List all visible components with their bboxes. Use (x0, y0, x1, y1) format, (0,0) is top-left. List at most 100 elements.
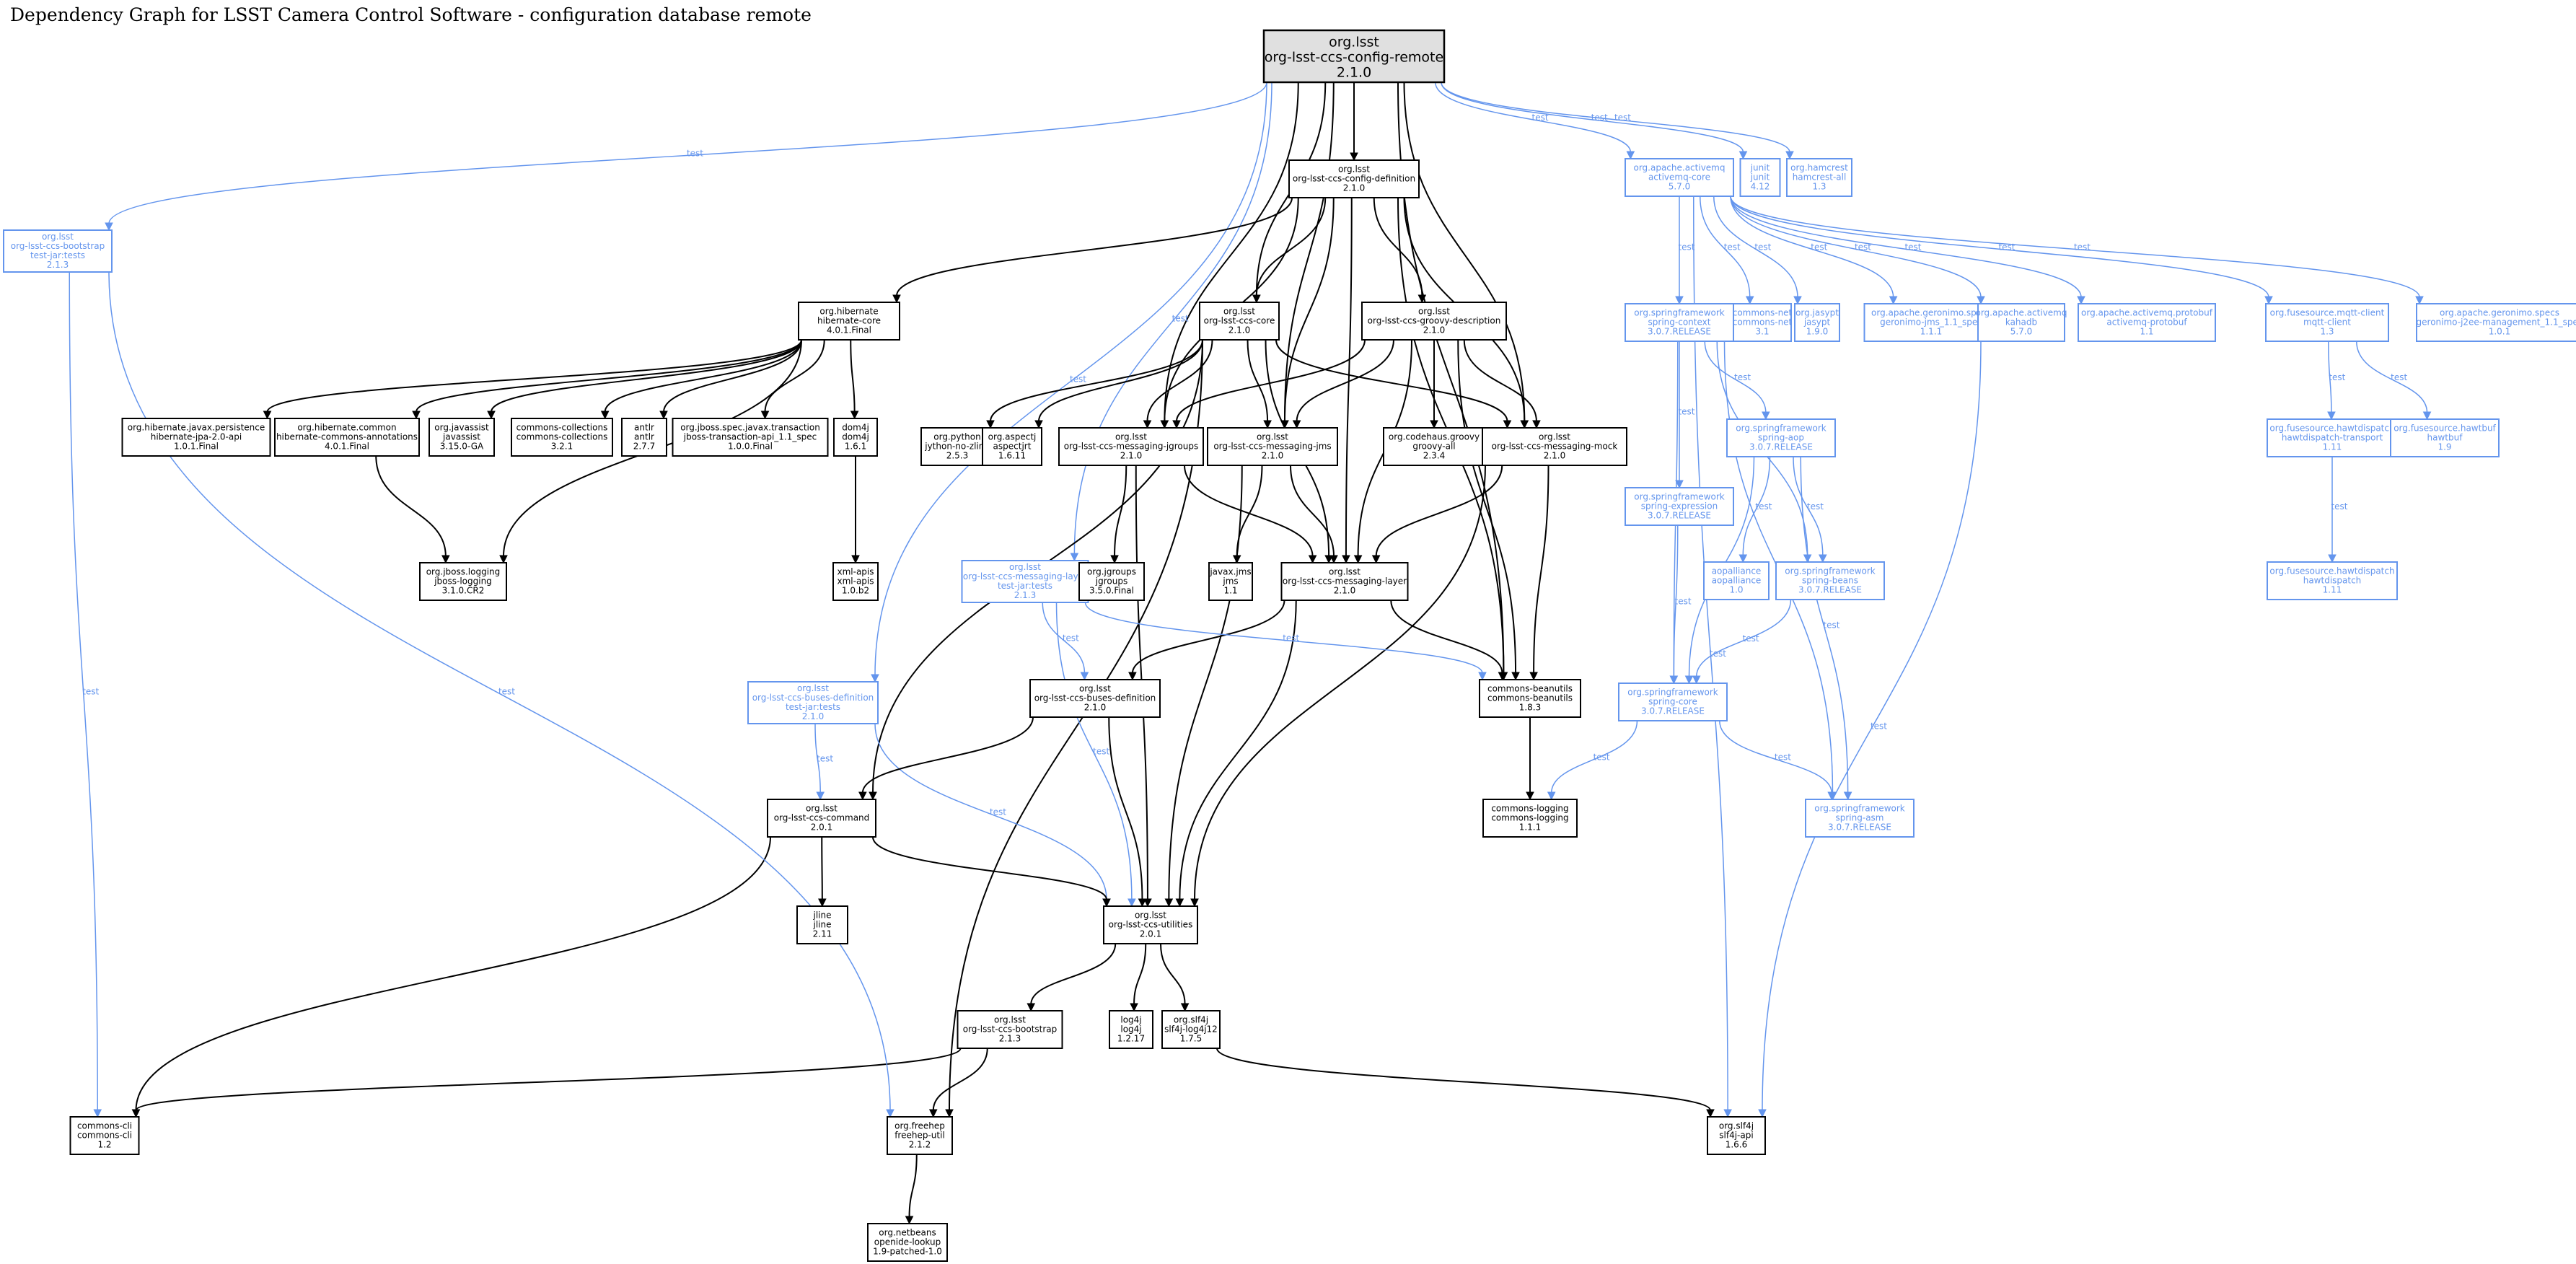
edge-command-to-utilities (872, 836, 1111, 908)
node-label-line: dom4j (842, 423, 869, 433)
node-msg-layer: org.lsstorg-lsst-ccs-messaging-layer2.1.… (1280, 562, 1409, 601)
edge-spring_core-to-spring_asm: test (1719, 720, 1836, 801)
node-spring-context: org.springframeworkspring-context3.0.7.R… (1625, 303, 1734, 342)
edge-root-to-junit: test (1441, 82, 1748, 160)
node-box (1479, 679, 1581, 718)
node-label-line: hibernate-commons-annotations (276, 432, 418, 442)
edge-line (1375, 465, 1503, 557)
edge-line (1176, 339, 1366, 422)
node-spring-asm: org.springframeworkspring-asm3.0.7.RELEA… (1805, 799, 1915, 838)
node-label-line: org.codehaus.groovy (1389, 432, 1480, 442)
edge-arrowhead (600, 411, 610, 420)
node-label-line: commons-net (1733, 317, 1793, 328)
edge-root-to-hamcrest: test (1441, 82, 1794, 160)
node-box (767, 799, 876, 838)
edge-arrowhead (1324, 555, 1333, 564)
node-label-line: org-lsst-ccs-config-definition (1293, 174, 1415, 184)
node-label-line: 3.1 (1755, 327, 1769, 337)
node-label-line: org-lsst-ccs-messaging-jgroups (1064, 442, 1199, 452)
node-label-line: org.apache.activemq.protobuf (2081, 308, 2213, 318)
edge-buses-to-utilities (1108, 716, 1147, 908)
node-label-line: org.springframework (1814, 804, 1905, 814)
edge-line (1441, 82, 1744, 153)
node-label-line: 4.0.1.Final (827, 325, 871, 335)
node-label-line: org.springframework (1634, 492, 1725, 502)
edge-label: test (1532, 113, 1549, 123)
edge-msg_layer_tests-to-buses: test (1042, 602, 1089, 681)
edge-arrowhead (1684, 675, 1694, 685)
node-label-line: org.hibernate (819, 307, 878, 317)
node-label-line: geronimo-j2ee-management_1.1_spec (2417, 317, 2576, 328)
edge-line (1160, 943, 1186, 1005)
edge-arrowhead (1511, 672, 1520, 681)
node-label-line: aopalliance (1712, 566, 1762, 576)
edge-line (604, 339, 802, 413)
edge-arrowhead (1503, 420, 1512, 429)
node-box (867, 1223, 948, 1262)
edge-spring_core-to-commons_logging: test (1547, 720, 1638, 801)
node-label-line: 3.2.1 (551, 442, 573, 452)
node-box (621, 418, 667, 457)
node-label-line: org.apache.geronimo.specs (1871, 308, 1991, 318)
node-box (1618, 683, 1728, 721)
edge-arrowhead (1110, 555, 1119, 564)
edge-arrowhead (1130, 1003, 1138, 1012)
node-box (1739, 158, 1781, 197)
node-label-line: org.springframework (1627, 688, 1718, 698)
edge-root-to-config_def (1350, 82, 1358, 162)
node-label-line: 3.0.7.RELEASE (1648, 511, 1711, 521)
edge-freehep-to-netbeans (905, 1154, 918, 1225)
node-msg-layer-tests: org.lsstorg-lsst-ccs-messaging-layertest… (961, 560, 1089, 603)
node-label-line: javax.jms (1209, 567, 1251, 577)
node-box (274, 418, 420, 457)
edge-arrowhead (2077, 296, 2085, 305)
edge-arrowhead (928, 1109, 938, 1118)
edge-command-to-commons_cli (131, 836, 771, 1118)
node-label-line: 2.5.3 (946, 451, 969, 461)
edge-line (814, 723, 821, 794)
edge-label: test (1904, 242, 1921, 253)
edge-line (1146, 339, 1213, 422)
node-label-line: 2.1.0 (1544, 451, 1566, 461)
node-label-line: 2.1.0 (802, 711, 825, 721)
edge-root-to-jms_msg (1280, 82, 1335, 429)
node-label-line: test-jar:tests (998, 581, 1052, 591)
node-label-line: 2.1.0 (1334, 586, 1356, 596)
node-label-line: org.lsst (806, 804, 838, 814)
edge-mock_msg-to-utilities (1190, 465, 1486, 908)
node-label-line: openide-lookup (874, 1237, 941, 1247)
edge-arrowhead (1675, 480, 1684, 489)
node-netbeans: org.netbeansopenide-lookup1.9-patched-1.… (867, 1223, 948, 1262)
edge-arrowhead (1252, 294, 1261, 304)
edge-arrowhead (2328, 554, 2337, 563)
edge-line (861, 716, 1034, 794)
node-label-line: spring-asm (1836, 813, 1884, 823)
edge-arrowhead (441, 555, 450, 564)
node-spring-expr: org.springframeworkspring-expression3.0.… (1625, 487, 1734, 526)
node-box (1383, 427, 1485, 466)
node-label-line: 2.0.1 (811, 822, 833, 833)
edge-arrowhead (2422, 411, 2432, 421)
node-hawtdispatch: org.fusesource.hawtdispatchhawtdispatch1… (2267, 561, 2398, 600)
node-label-line: jboss-logging (434, 576, 492, 587)
node-box (1280, 562, 1409, 601)
edge-arrowhead (1889, 296, 1898, 305)
edge-line (1730, 196, 2269, 298)
edge-label: test (1675, 597, 1692, 607)
node-label-line: 1.11 (2323, 442, 2342, 452)
edge-line (1164, 82, 1299, 422)
node-label-line: 1.8.3 (1519, 703, 1542, 713)
edge-arrowhead (1762, 411, 1770, 421)
edge-arrowhead (1353, 555, 1363, 564)
edge-activemq_core-to-jasypt: test (1713, 196, 1802, 305)
node-box (1199, 302, 1280, 341)
node-label-line: 1.0.1.Final (174, 442, 219, 452)
node-box (2267, 561, 2398, 600)
node-box (1361, 302, 1507, 341)
node-commons-coll: commons-collectionscommons-collections3.… (511, 418, 613, 457)
edge-arrowhead (818, 898, 827, 908)
